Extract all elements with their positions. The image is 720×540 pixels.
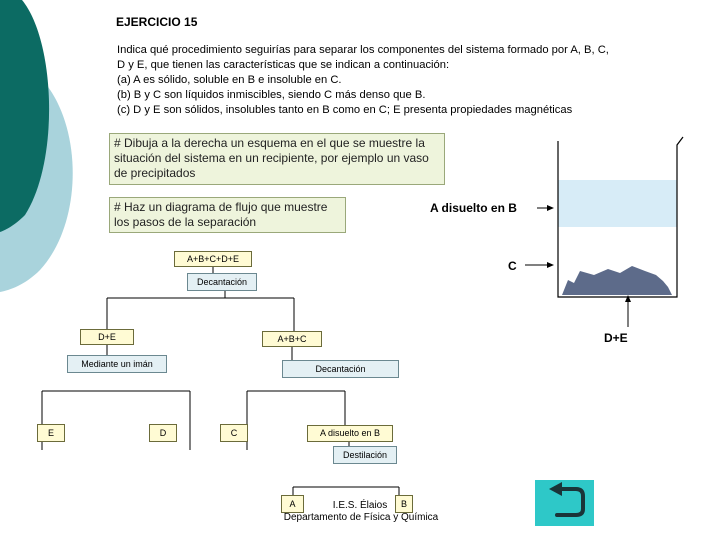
- node-e: E: [37, 424, 65, 442]
- label-c: C: [508, 259, 517, 273]
- label-d-e: D+E: [604, 331, 628, 345]
- node-a: A: [281, 495, 304, 513]
- return-arrow-icon: [549, 482, 585, 517]
- exercise-statement: Indica qué procedimiento seguirías para …: [117, 43, 677, 118]
- node-d-e: D+E: [80, 329, 134, 345]
- node-decantation-2: Decantación: [282, 360, 399, 378]
- node-decantation-1: Decantación: [187, 273, 257, 291]
- footer-department: Departamento de Física y Química: [283, 512, 439, 523]
- node-a-b-c: A+B+C: [262, 331, 322, 347]
- sidebar-dark-shape: [0, 0, 50, 232]
- node-d: D: [149, 424, 177, 442]
- statement-line: Indica qué procedimiento seguirías para …: [117, 44, 609, 56]
- statement-line: (a) A es sólido, soluble en B e insolubl…: [117, 74, 342, 86]
- node-mixture: A+B+C+D+E: [174, 251, 252, 267]
- node-magnet: Mediante un imán: [67, 355, 167, 373]
- label-a-in-b: A disuelto en B: [430, 201, 517, 215]
- node-b: B: [395, 495, 413, 513]
- task-box-flow: # Haz un diagrama de flujo que muestre l…: [109, 197, 346, 233]
- footer-school: I.E.S. Élaios: [332, 500, 388, 511]
- node-a-in-b: A disuelto en B: [307, 425, 393, 442]
- statement-line: D y E, que tienen las características qu…: [117, 59, 450, 71]
- statement-line: (c) D y E son sólidos, insolubles tanto …: [117, 104, 573, 116]
- node-c: C: [220, 424, 248, 442]
- sediment-layer: [562, 266, 672, 295]
- liquid-b-layer: [558, 180, 677, 227]
- task-box-container: # Dibuja a la derecha un esquema en el q…: [109, 133, 445, 185]
- exercise-title: EJERCICIO 15: [116, 15, 198, 29]
- beaker-outline: [557, 136, 684, 298]
- statement-line: (b) B y C son líquidos inmiscibles, sien…: [117, 89, 426, 101]
- return-button[interactable]: [535, 480, 594, 526]
- beaker: [557, 136, 684, 298]
- sidebar-decoration: [0, 0, 73, 292]
- node-distillation: Destilación: [333, 446, 397, 464]
